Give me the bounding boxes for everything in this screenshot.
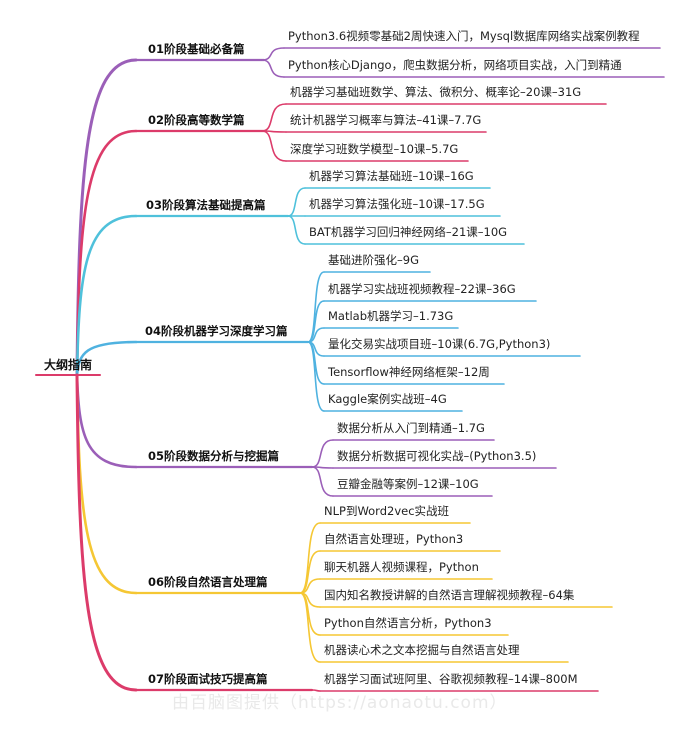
branch-node-2[interactable]: 02阶段高等数学篇 [148,113,245,127]
branch-link-5 [75,373,138,469]
leaf-node-6-5[interactable]: Python自然语言分析，Python3 [324,616,492,630]
leaf-node-4-3[interactable]: Matlab机器学习–1.73G [328,309,454,323]
leaf-link-3-3 [287,215,306,245]
leaf-node-4-1[interactable]: 基础进阶强化–9G [328,253,419,267]
leaf-link-2-3 [261,130,287,162]
leaf-node-2-1[interactable]: 机器学习基础班数学、算法、微积分、概率论–20课–31G [290,85,582,99]
leaf-link-6-5 [299,592,321,636]
branch-link-3 [75,214,138,377]
leaf-link-5-3 [311,466,334,497]
leaf-node-6-4[interactable]: 国内知名教授讲解的自然语言理解视频教程–64集 [324,588,575,602]
leaf-node-3-3[interactable]: BAT机器学习回归神经网络–21课–10G [309,225,508,239]
branch-node-7[interactable]: 07阶段面试技巧提高篇 [148,672,268,686]
leaf-node-1-1[interactable]: Python3.6视频零基础2周快速入门，Mysql数据库网络实战案例教程 [288,29,640,43]
leaf-node-3-1[interactable]: 机器学习算法基础班–10课–16G [309,169,474,183]
branch-node-6[interactable]: 06阶段自然语言处理篇 [148,575,268,589]
leaf-link-7-1 [311,689,321,692]
leaf-node-3-2[interactable]: 机器学习算法强化班–10课–17.5G [309,197,485,211]
branch-node-4[interactable]: 04阶段机器学习深度学习篇 [145,324,288,338]
leaf-link-4-2 [307,300,325,343]
branch-node-3[interactable]: 03阶段算法基础提高篇 [146,198,266,212]
leaf-node-7-1[interactable]: 机器学习面试班阿里、谷歌视频教程–14课–800M [324,672,578,686]
leaf-node-4-5[interactable]: Tensorflow神经网络框架–12周 [328,365,490,379]
branch-link-6 [75,373,138,595]
leaf-node-6-2[interactable]: 自然语言处理班，Python3 [324,532,464,546]
leaf-link-6-2 [299,550,321,594]
leaf-node-4-2[interactable]: 机器学习实战班视频教程–22课–36G [328,282,516,296]
leaf-node-6-3[interactable]: 聊天机器人视频课程，Python [324,560,479,574]
leaf-link-5-1 [311,439,334,468]
watermark: 由百脑图提供（https://aonaotu.com） [172,688,508,713]
branch-node-1[interactable]: 01阶段基础必备篇 [148,42,245,56]
branch-link-7 [75,373,138,692]
leaf-node-4-4[interactable]: 量化交易实战项目班–10课(6.7G,Python3) [328,337,551,351]
leaf-link-6-6 [299,592,321,663]
root-node[interactable]: 大纲指南 [44,358,93,372]
branch-link-4 [75,340,138,377]
leaf-link-4-6 [307,341,325,412]
leaf-node-4-6[interactable]: Kaggle案例实战班–4G [328,392,447,406]
leaf-link-1-1 [261,47,285,61]
leaf-link-3-1 [287,187,306,217]
leaf-link-1-2 [261,59,285,78]
leaf-node-1-2[interactable]: Python核心Django，爬虫数据分析，网络项目实战，入门到精通 [288,58,622,72]
leaf-node-5-1[interactable]: 数据分析从入门到精通–1.7G [337,421,485,435]
leaf-node-2-2[interactable]: 统计机器学习概率与算法–41课–7.7G [290,113,482,127]
leaf-link-2-1 [261,103,287,132]
leaf-node-5-2[interactable]: 数据分析数据可视化实战–(Python3.5) [337,449,537,463]
leaf-node-6-1[interactable]: NLP到Word2vec实战班 [324,504,450,518]
leaf-node-5-3[interactable]: 豆瓣金融等案例–12课–10G [337,477,479,491]
leaf-node-2-3[interactable]: 深度学习班数学模型–10课–5.7G [290,142,459,156]
watermark-text: 由百脑图提供（https://aonaotu.com） [172,693,508,713]
branch-node-5[interactable]: 05阶段数据分析与挖掘篇 [148,449,280,463]
leaf-node-6-6[interactable]: 机器读心术之文本挖掘与自然语言处理 [324,643,520,657]
